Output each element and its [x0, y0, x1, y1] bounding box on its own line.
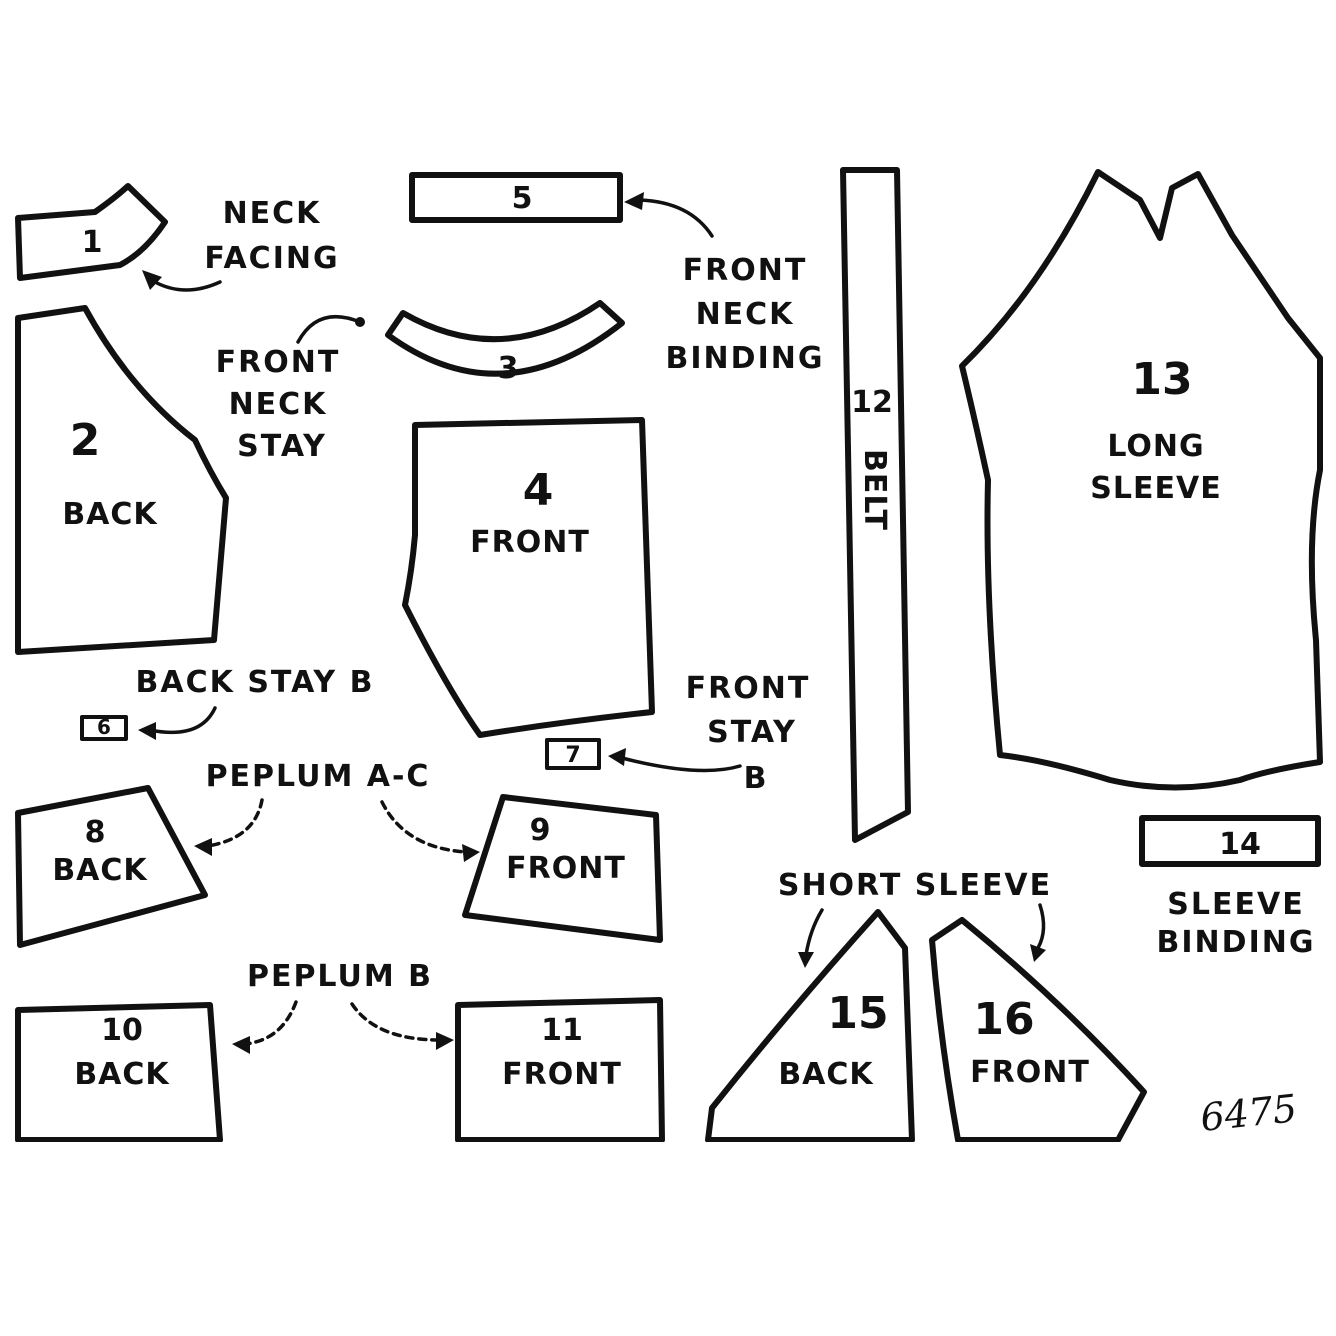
piece-15-name: BACK — [778, 1057, 874, 1092]
front-neck-stay-arrow — [296, 314, 362, 344]
front-neck-binding-label-2: NECK — [696, 297, 795, 332]
piece-11-name: FRONT — [502, 1057, 622, 1092]
front-neck-stay-label-1: FRONT — [216, 345, 341, 380]
piece-5-front-neck-binding: 5 — [409, 172, 623, 223]
neck-facing-label-2: FACING — [204, 241, 339, 276]
short-sleeve-arrow-right — [1036, 903, 1046, 950]
piece-16-short-sleeve-front: 16 FRONT — [929, 917, 1147, 1143]
piece-4-number: 4 — [523, 465, 554, 516]
pattern-number: 6475 — [1198, 1086, 1299, 1140]
back-stay-arrow — [148, 706, 217, 735]
neck-facing-label-1: NECK — [223, 196, 322, 231]
piece-11-number: 11 — [541, 1013, 583, 1048]
piece-16-number: 16 — [973, 994, 1034, 1045]
peplum-b-arrow-left — [243, 1000, 298, 1046]
piece-14-number: 14 — [1219, 827, 1261, 862]
piece-7-front-stay: 7 — [545, 738, 601, 770]
piece-12-belt: 12 BELT — [840, 167, 911, 843]
bottom-crop-area — [0, 1142, 1336, 1336]
front-stay-label-2: STAY — [707, 715, 797, 750]
piece-4-front: 4 FRONT — [402, 417, 655, 738]
back-stay-callout: BACK STAY B — [136, 665, 375, 740]
piece-13-name-line-1: LONG — [1107, 429, 1204, 464]
front-stay-label-1: FRONT — [686, 671, 811, 706]
piece-8-peplum-back: 8 BACK — [15, 785, 208, 948]
piece-10-name: BACK — [74, 1057, 170, 1092]
peplum-b-label: PEPLUM B — [247, 959, 433, 994]
sleeve-binding-label-2: BINDING — [1157, 925, 1316, 960]
piece-12-name: BELT — [857, 449, 892, 531]
piece-13-name-line-2: SLEEVE — [1090, 471, 1221, 506]
piece-13-number: 13 — [1131, 354, 1192, 405]
short-sleeve-callout: SHORT SLEEVE — [778, 868, 1052, 968]
piece-6-back-stay: 6 — [80, 715, 128, 741]
piece-12-number: 12 — [851, 385, 893, 420]
piece-7-number: 7 — [565, 743, 580, 768]
piece-13-long-sleeve: 13 LONG SLEEVE — [959, 169, 1323, 791]
piece-8-name: BACK — [52, 853, 148, 888]
piece-10-number: 10 — [101, 1013, 143, 1048]
piece-9-name: FRONT — [506, 851, 626, 886]
front-neck-binding-callout: FRONT NECK BINDING — [624, 192, 825, 376]
front-neck-stay-label-2: NECK — [229, 387, 328, 422]
piece-5-number: 5 — [512, 181, 533, 216]
piece-16-name: FRONT — [970, 1055, 1090, 1090]
peplum-ac-arrow-left — [206, 798, 264, 848]
piece-1-neck-facing: 1 — [15, 183, 168, 281]
piece-8-number: 8 — [85, 815, 106, 850]
sleeve-binding-callout: SLEEVE BINDING — [1157, 887, 1316, 960]
short-sleeve-arrow-left — [804, 908, 824, 957]
piece-3-front-neck-stay: 3 — [385, 300, 625, 386]
front-stay-arrow — [620, 756, 742, 773]
piece-15-number: 15 — [827, 988, 888, 1039]
piece-9-peplum-front: 9 FRONT — [462, 794, 663, 943]
neck-facing-arrow — [153, 280, 222, 292]
front-stay-label-3: B — [744, 761, 769, 796]
piece-1-number: 1 — [82, 225, 103, 260]
piece-6-number: 6 — [97, 715, 111, 739]
piece-11-peplum-front: 11 FRONT — [455, 997, 665, 1143]
piece-2-number: 2 — [70, 415, 101, 466]
neck-facing-callout: NECK FACING — [142, 196, 339, 292]
sleeve-binding-label-1: SLEEVE — [1167, 887, 1304, 922]
piece-14-sleeve-binding: 14 — [1139, 815, 1321, 867]
front-stay-callout: FRONT STAY B — [608, 671, 811, 796]
piece-2-name: BACK — [62, 497, 158, 532]
piece-9-number: 9 — [530, 813, 551, 848]
piece-3-number: 3 — [498, 351, 519, 386]
back-stay-label: BACK STAY B — [136, 665, 375, 700]
front-neck-binding-arrow — [638, 198, 714, 238]
peplum-b-arrow-right — [350, 1002, 442, 1042]
front-neck-binding-label-3: BINDING — [666, 341, 825, 376]
peplum-ac-label: PEPLUM A-C — [206, 759, 431, 794]
short-sleeve-label: SHORT SLEEVE — [778, 868, 1052, 903]
front-neck-binding-label-1: FRONT — [683, 253, 808, 288]
peplum-ac-callout: PEPLUM A-C — [194, 759, 480, 862]
peplum-ac-arrow-right — [380, 800, 468, 854]
piece-10-peplum-back: 10 BACK — [15, 1002, 223, 1143]
front-neck-stay-label-3: STAY — [237, 429, 327, 464]
front-neck-stay-callout: FRONT NECK STAY — [216, 314, 365, 464]
piece-15-short-sleeve-back: 15 BACK — [705, 909, 915, 1143]
piece-2-back: 2 BACK — [15, 305, 229, 655]
peplum-b-callout: PEPLUM B — [232, 959, 454, 1054]
piece-4-name: FRONT — [470, 525, 590, 560]
